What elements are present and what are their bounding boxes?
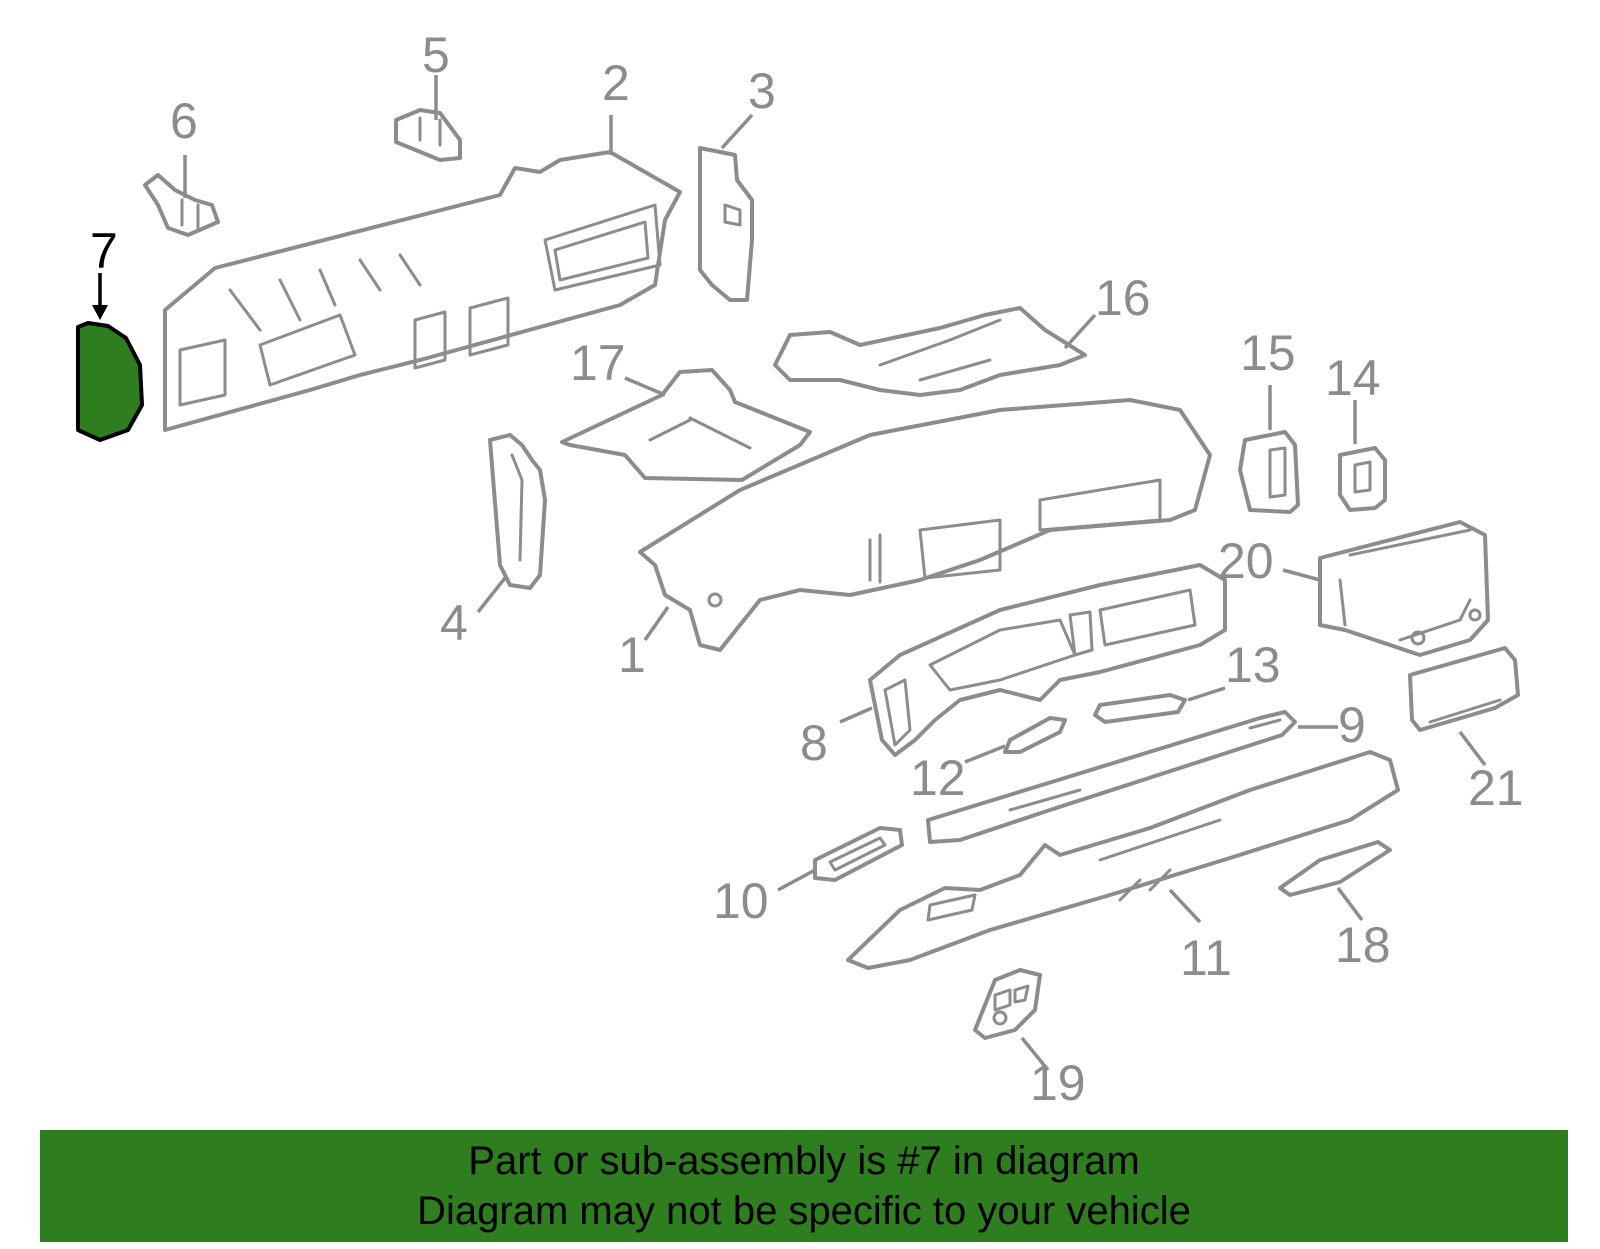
part-15-switch[interactable]	[1238, 430, 1300, 514]
part-8-cluster-bezel[interactable]	[868, 563, 1227, 757]
callout-arrow-21	[1458, 730, 1487, 767]
callout-19: 19	[1030, 1055, 1086, 1111]
callout-7: 7	[90, 223, 118, 279]
callout-10: 10	[713, 873, 769, 929]
callout-1: 1	[618, 627, 646, 683]
part-19-bezel[interactable]	[973, 968, 1042, 1040]
part-6-clip[interactable]	[143, 173, 220, 237]
callout-5: 5	[422, 27, 450, 83]
part-18-panel[interactable]	[1278, 840, 1392, 897]
callout-arrow-13	[1187, 686, 1226, 702]
part-7-highlighted[interactable]	[76, 321, 144, 442]
part-21-glove-box-door[interactable]	[1408, 646, 1520, 732]
callout-arrow-17	[624, 376, 666, 397]
part-12-vent[interactable]	[1003, 716, 1067, 754]
part-5-clip[interactable]	[394, 108, 462, 162]
callout-arrow-11	[1168, 888, 1202, 924]
callout-17: 17	[570, 335, 626, 391]
callout-arrow-20	[1282, 568, 1321, 582]
part-11-lower-trim[interactable]	[846, 750, 1400, 970]
callout-arrow-10	[777, 868, 816, 892]
callout-9: 9	[1338, 697, 1366, 753]
callout-20: 20	[1218, 533, 1274, 589]
callout-4: 4	[440, 595, 468, 651]
callout-arrow-3	[720, 113, 754, 150]
part-20-glove-box[interactable]	[1318, 520, 1490, 657]
callout-arrow-16	[1063, 313, 1097, 350]
callout-6: 6	[170, 93, 198, 149]
callout-arrowhead-7	[92, 305, 108, 320]
callout-15: 15	[1240, 325, 1296, 381]
part-9-trim-strip[interactable]	[926, 710, 1297, 844]
callout-arrow-8	[839, 706, 873, 724]
part-1-carrier[interactable]	[638, 398, 1212, 652]
part-14-switch[interactable]	[1338, 446, 1387, 512]
banner-line-2: Diagram may not be specific to your vehi…	[417, 1189, 1191, 1233]
part-16-duct[interactable]	[773, 306, 1087, 397]
part-17-duct[interactable]	[560, 368, 812, 482]
callout-3: 3	[748, 63, 776, 119]
callout-arrow-19	[1020, 1036, 1050, 1072]
callout-8: 8	[800, 715, 828, 771]
part-4-bracket[interactable]	[488, 433, 547, 590]
part-10-switch-bezel[interactable]	[813, 826, 904, 882]
callout-2: 2	[602, 55, 630, 111]
callout-arrow-18	[1336, 886, 1364, 922]
callout-arrow-1	[643, 605, 670, 642]
callout-16: 16	[1095, 270, 1151, 326]
callout-21: 21	[1468, 760, 1524, 816]
part-13-vent[interactable]	[1093, 693, 1187, 724]
info-banner: Part or sub-assembly is #7 in diagram Di…	[40, 1130, 1568, 1242]
callout-13: 13	[1225, 637, 1281, 693]
callout-arrow-12	[964, 744, 1006, 764]
callout-18: 18	[1335, 917, 1391, 973]
callout-arrow-4	[476, 576, 507, 614]
part-2-dash-panel[interactable]	[163, 150, 682, 432]
callout-11: 11	[1180, 930, 1232, 986]
banner-line-1: Part or sub-assembly is #7 in diagram	[468, 1139, 1140, 1183]
callout-12: 12	[910, 750, 966, 806]
parts-diagram: 1 2 3 4 5 6 7 8 9 10 11 12 13 14 15 16 1…	[76, 27, 1524, 1111]
part-3-bracket[interactable]	[698, 146, 754, 302]
callout-14: 14	[1325, 350, 1381, 406]
